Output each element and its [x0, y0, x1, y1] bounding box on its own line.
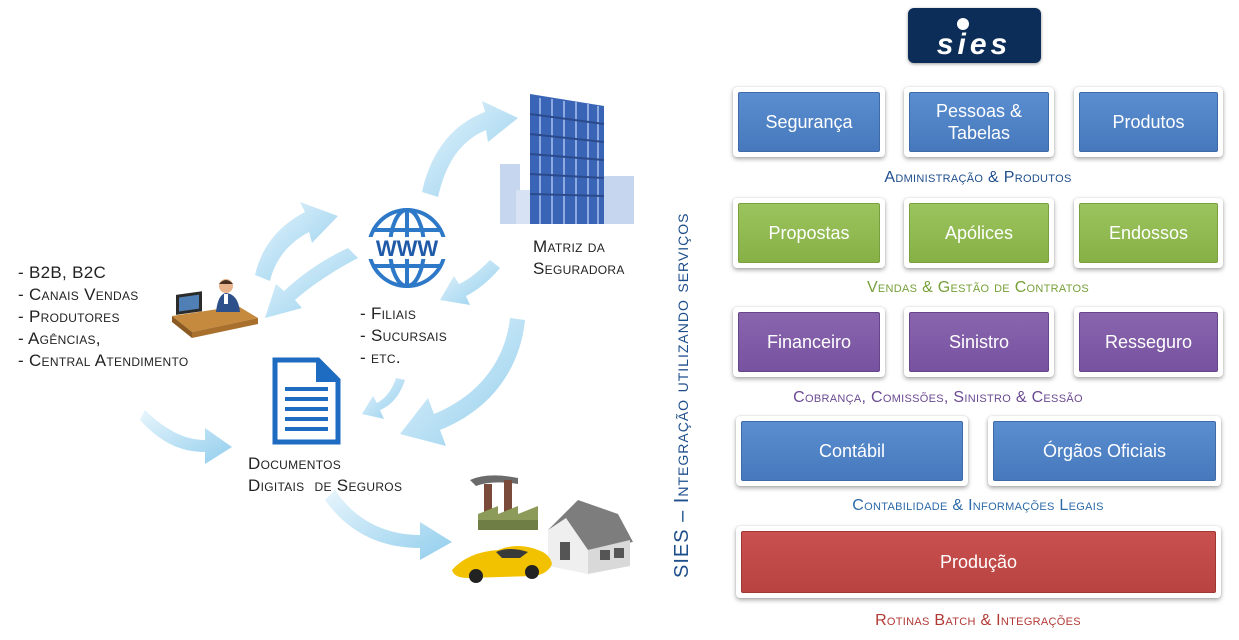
- box-apolices: Apólices: [904, 198, 1054, 268]
- documentos-label: Documentos Digitais de Seguros: [248, 453, 402, 497]
- box-sinistro: Sinistro: [904, 307, 1054, 377]
- channels-item: - Canais Vendas: [18, 285, 139, 304]
- sies-logo: sies: [908, 8, 1041, 63]
- arrow-branches-to-documents: [362, 378, 405, 419]
- channels-list: - B2B, B2C - Canais Vendas - Produtores …: [18, 262, 189, 372]
- arrow-matriz-to-documents: [400, 318, 525, 446]
- box-apolices-label: Apólices: [909, 203, 1049, 263]
- branches-item: - etc.: [360, 348, 401, 367]
- box-seguranca-label: Segurança: [738, 92, 880, 152]
- box-contabil-label: Contábil: [741, 421, 963, 481]
- document-icon: [272, 357, 341, 445]
- matriz-line: Seguradora: [533, 259, 625, 278]
- caption-administracao: Administração & Produtos: [884, 169, 1072, 186]
- branches-item: - Sucursais: [360, 326, 448, 345]
- arrow-left-to-documents: [140, 410, 232, 464]
- www-label: WWW: [376, 236, 439, 261]
- channels-item: - Agências,: [18, 329, 101, 348]
- vertical-title: SIES – Integração utilizando serviços: [671, 212, 693, 578]
- channels-item: - Central Atendimento: [18, 351, 189, 370]
- box-orgaos-oficiais: Órgãos Oficiais: [988, 416, 1221, 486]
- computer-operator-icon: [172, 279, 258, 338]
- caption-vendas: Vendas & Gestão de Contratos: [866, 279, 1090, 296]
- box-contabil: Contábil: [736, 416, 968, 486]
- box-produtos-label: Produtos: [1079, 92, 1218, 152]
- insured-assets-icon: [452, 475, 633, 583]
- documentos-line: Documentos: [248, 454, 342, 473]
- box-resseguro-label: Resseguro: [1079, 312, 1218, 372]
- box-financeiro-label: Financeiro: [738, 312, 880, 372]
- sies-logo-text: sies: [937, 28, 1011, 61]
- box-financeiro: Financeiro: [733, 307, 885, 377]
- box-seguranca: Segurança: [733, 87, 885, 157]
- arrow-www-to-matriz: [422, 101, 518, 197]
- flow-arrows: [140, 101, 525, 560]
- caption-rotinas: Rotinas Batch & Integrações: [875, 612, 1081, 629]
- www-globe-icon: WWW: [366, 208, 448, 288]
- branches-item: - Filiais: [360, 304, 417, 323]
- box-orgaos-oficiais-label: Órgãos Oficiais: [993, 421, 1216, 481]
- arrow-documents-to-products: [325, 490, 452, 560]
- box-pessoas-tabelas: Pessoas & Tabelas: [904, 87, 1054, 157]
- box-resseguro: Resseguro: [1074, 307, 1223, 377]
- box-endossos-label: Endossos: [1079, 203, 1218, 263]
- matriz-line: Matriz da: [533, 237, 606, 256]
- channels-item: - B2B, B2C: [18, 263, 107, 282]
- arrow-computer-to-www: [255, 202, 338, 281]
- box-endossos: Endossos: [1074, 198, 1223, 268]
- branches-list: - Filiais - Sucursais - etc.: [360, 303, 447, 369]
- box-propostas: Propostas: [733, 198, 885, 268]
- box-produtos: Produtos: [1074, 87, 1223, 157]
- caption-contabilidade: Contabilidade & Informações Legais: [852, 497, 1104, 514]
- documentos-line: Digitais de Seguros: [248, 476, 403, 495]
- caption-cobranca: Cobrança, Comissões, Sinistro & Cessão: [793, 389, 1083, 406]
- sies-logo-mark: sies: [937, 18, 1011, 61]
- box-producao: Produção: [736, 526, 1221, 598]
- box-pessoas-tabelas-label: Pessoas & Tabelas: [909, 92, 1049, 152]
- headquarters-building-icon: [500, 94, 634, 224]
- box-sinistro-label: Sinistro: [909, 312, 1049, 372]
- arrow-www-to-computer: [265, 248, 358, 318]
- channels-item: - Produtores: [18, 307, 120, 326]
- matriz-label: Matriz da Seguradora: [533, 236, 625, 280]
- arrow-matriz-to-www: [440, 260, 500, 305]
- box-propostas-label: Propostas: [738, 203, 880, 263]
- box-producao-label: Produção: [741, 531, 1216, 593]
